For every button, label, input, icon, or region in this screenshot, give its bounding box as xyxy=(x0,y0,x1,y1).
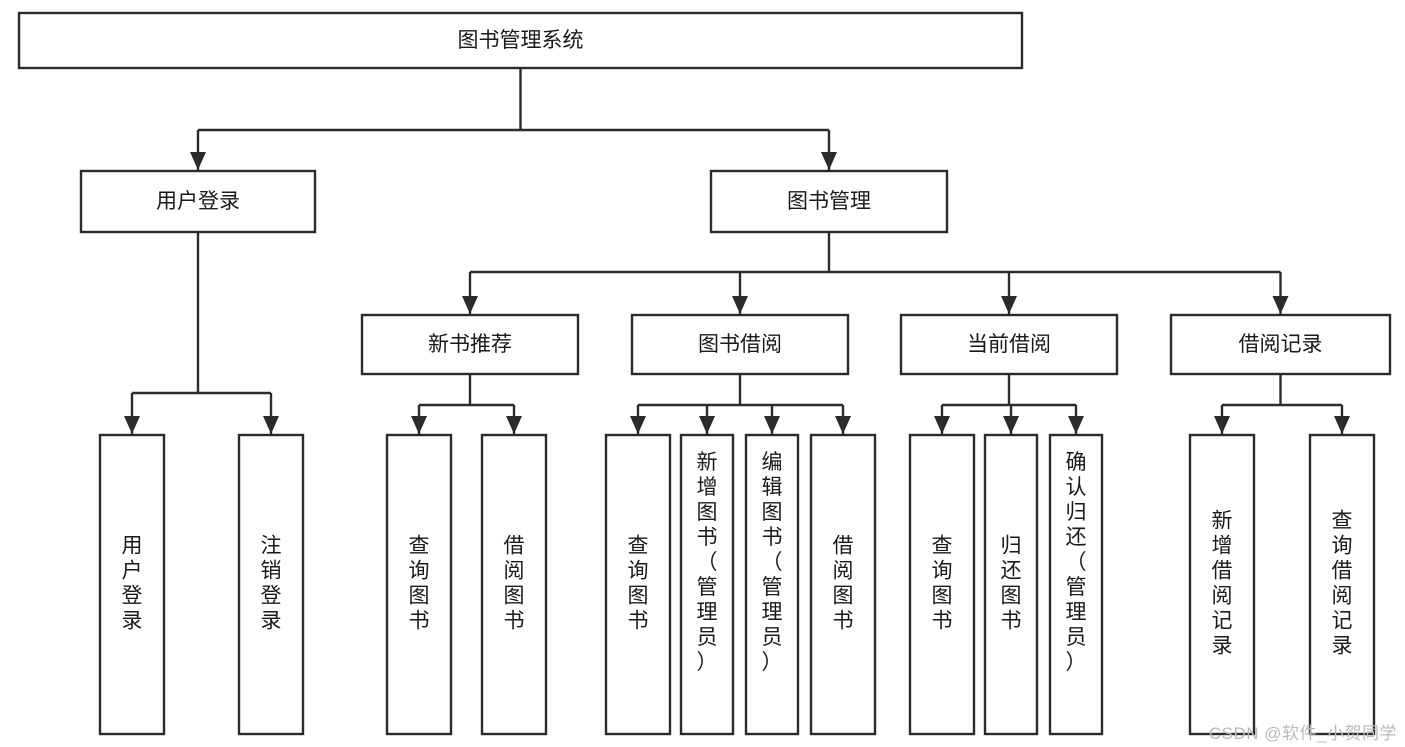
node-leaf-query-book-2[interactable]: 查询图书 xyxy=(604,433,672,736)
node-current-borrow[interactable]: 当前借阅 xyxy=(899,313,1119,376)
node-label: 确认归还（管理员） xyxy=(1066,451,1087,674)
node-book-manage[interactable]: 图书管理 xyxy=(709,169,949,234)
node-label: 查询借阅记录 xyxy=(1332,510,1353,658)
node-box xyxy=(360,313,580,376)
node-leaf-add-book[interactable]: 新增图书（管理员） xyxy=(679,433,735,736)
arrow-head-icon xyxy=(934,416,950,434)
node-box xyxy=(679,433,735,736)
node-leaf-query-book-1[interactable]: 查询图书 xyxy=(385,433,453,736)
node-box xyxy=(1308,433,1376,736)
node-box xyxy=(480,433,548,736)
node-box xyxy=(1188,433,1256,736)
node-leaf-query-borrow-record[interactable]: 查询借阅记录 xyxy=(1308,433,1376,736)
node-box xyxy=(237,433,305,736)
arrow-head-icon xyxy=(411,416,427,434)
node-label: 编辑图书（管理员） xyxy=(762,451,783,674)
arrow-head-icon xyxy=(124,416,140,434)
arrow-head-icon xyxy=(699,416,715,434)
node-label: 新书推荐 xyxy=(428,333,512,356)
node-label: 新增图书（管理员） xyxy=(697,451,718,674)
nodes-layer: 图书管理系统用户登录图书管理新书推荐图书借阅当前借阅借阅记录用户登录注销登录查询… xyxy=(17,11,1392,736)
node-leaf-user-login[interactable]: 用户登录 xyxy=(98,433,166,736)
arrow-head-icon xyxy=(630,416,646,434)
node-box xyxy=(79,169,317,234)
arrow-head-icon xyxy=(1003,416,1019,434)
node-user-login[interactable]: 用户登录 xyxy=(79,169,317,234)
node-leaf-user-logout[interactable]: 注销登录 xyxy=(237,433,305,736)
node-label: 借阅记录 xyxy=(1239,333,1323,356)
node-box xyxy=(98,433,166,736)
node-box xyxy=(630,313,850,376)
node-box xyxy=(908,433,976,736)
node-leaf-borrow-book-2[interactable]: 借阅图书 xyxy=(809,433,877,736)
arrow-head-icon xyxy=(1001,296,1017,314)
node-leaf-add-borrow-record[interactable]: 新增借阅记录 xyxy=(1188,433,1256,736)
node-label: 查询图书 xyxy=(628,535,649,633)
node-label: 查询图书 xyxy=(932,535,953,633)
node-box xyxy=(744,433,800,736)
node-root[interactable]: 图书管理系统 xyxy=(17,11,1024,70)
edges-layer xyxy=(124,68,1350,434)
node-new-book-recommend[interactable]: 新书推荐 xyxy=(360,313,580,376)
node-leaf-query-book-3[interactable]: 查询图书 xyxy=(908,433,976,736)
arrow-head-icon xyxy=(263,416,279,434)
node-label: 用户登录 xyxy=(156,190,240,213)
arrow-head-icon xyxy=(1214,416,1230,434)
node-box xyxy=(899,313,1119,376)
node-box xyxy=(17,11,1024,70)
node-label: 查询图书 xyxy=(409,535,430,633)
node-label: 用户登录 xyxy=(122,535,143,633)
arrow-head-icon xyxy=(1334,416,1350,434)
node-leaf-borrow-book-1[interactable]: 借阅图书 xyxy=(480,433,548,736)
csdn-watermark: CSDN @软件_小贺同学 xyxy=(1208,724,1397,743)
node-label: 图书管理 xyxy=(787,190,871,213)
node-label: 当前借阅 xyxy=(967,333,1051,356)
node-box xyxy=(983,433,1039,736)
arrow-head-icon xyxy=(732,296,748,314)
node-label: 借阅图书 xyxy=(504,535,525,633)
node-label: 归还图书 xyxy=(1001,535,1022,633)
node-borrow-record[interactable]: 借阅记录 xyxy=(1169,313,1392,376)
node-label: 图书管理系统 xyxy=(458,29,584,52)
node-box xyxy=(385,433,453,736)
node-label: 注销登录 xyxy=(261,535,282,633)
node-leaf-return-book[interactable]: 归还图书 xyxy=(983,433,1039,736)
arrow-head-icon xyxy=(1272,296,1289,314)
node-label: 新增借阅记录 xyxy=(1212,510,1233,658)
node-box xyxy=(604,433,672,736)
node-box xyxy=(1169,313,1392,376)
arrow-head-icon xyxy=(506,416,522,434)
arrow-head-icon xyxy=(835,416,851,434)
node-leaf-edit-book[interactable]: 编辑图书（管理员） xyxy=(744,433,800,736)
arrow-head-icon xyxy=(764,416,780,434)
node-book-borrow[interactable]: 图书借阅 xyxy=(630,313,850,376)
arrow-head-icon xyxy=(462,296,478,314)
node-label: 图书借阅 xyxy=(698,333,782,356)
arrow-head-icon xyxy=(821,152,837,170)
node-box xyxy=(809,433,877,736)
node-box xyxy=(709,169,949,234)
node-leaf-confirm-return[interactable]: 确认归还（管理员） xyxy=(1048,433,1104,736)
arrow-head-icon xyxy=(190,152,206,170)
node-label: 借阅图书 xyxy=(833,535,854,633)
arrow-head-icon xyxy=(1068,416,1084,434)
node-box xyxy=(1048,433,1104,736)
